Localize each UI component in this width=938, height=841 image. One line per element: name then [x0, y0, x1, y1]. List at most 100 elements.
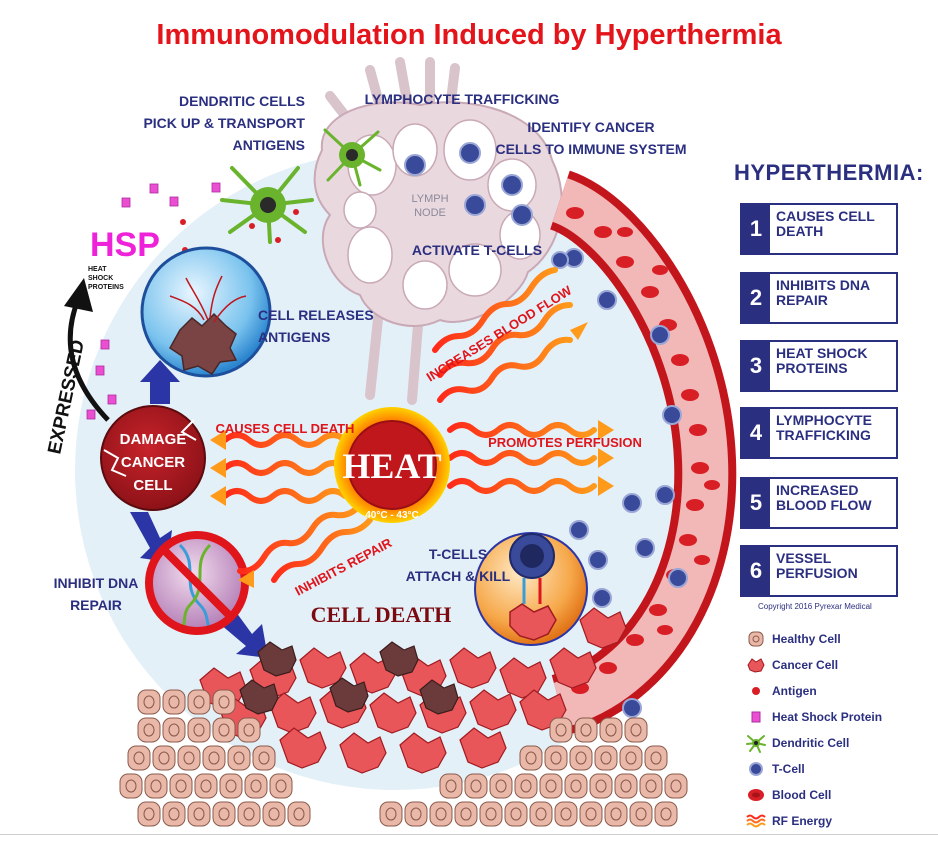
healthy-cell-nucleus — [575, 751, 587, 765]
inhibit-dna-label-2: REPAIR — [70, 597, 122, 613]
healthy-cell-nucleus — [183, 751, 195, 765]
healthy-cell — [119, 773, 143, 799]
healthy-cell-nucleus — [560, 807, 572, 821]
healthy-cell — [379, 801, 403, 827]
legend-label: Dendritic Cell — [772, 736, 850, 750]
identify-label-2: CELLS TO IMMUNE SYSTEM — [495, 141, 686, 157]
healthy-cell-nucleus — [550, 751, 562, 765]
item-label: HEAT SHOCK PROTEINS — [776, 345, 868, 376]
released-cancer-cell — [169, 312, 238, 375]
healthy-cell — [489, 773, 513, 799]
rf-arrowheads — [210, 322, 614, 588]
healthy-cell-nucleus — [150, 779, 162, 793]
healthy-cell — [539, 773, 563, 799]
t-cell-nucleus — [520, 544, 544, 568]
legend-item: RF Energy — [746, 808, 936, 834]
healthy-cell-nucleus — [570, 779, 582, 793]
healthy-cell-nucleus — [125, 779, 137, 793]
activate-t-cells-label: ACTIVATE T-CELLS — [412, 242, 542, 258]
healthy-cell-nucleus — [243, 807, 255, 821]
healthy-cell-nucleus — [545, 779, 557, 793]
healthy-cell-nucleus — [580, 723, 592, 737]
damage-label-3: CELL — [133, 477, 172, 494]
healthy-cell — [544, 745, 568, 771]
healthy-cell — [404, 801, 428, 827]
blood-vessel — [548, 170, 737, 735]
healthy-cell-nucleus — [143, 807, 155, 821]
healthy-cell-nucleus — [275, 779, 287, 793]
tcell-kill-bubble — [474, 532, 588, 646]
healthy-cell — [212, 689, 236, 715]
dendritic-label-1: DENDRITIC CELLS — [179, 93, 305, 109]
healthy-cell — [519, 745, 543, 771]
healthy-cell — [144, 773, 168, 799]
legend-label: Antigen — [772, 684, 817, 698]
releases-label-1: CELL RELEASES — [258, 307, 374, 323]
healthy-cell-nucleus — [555, 723, 567, 737]
dendritic-label-2: PICK UP & TRANSPORT — [143, 115, 305, 131]
blood-cell-icon — [746, 785, 766, 805]
releases-label-2: ANTIGENS — [258, 329, 330, 345]
legend-item: Heat Shock Protein — [746, 704, 936, 730]
healthy-cell — [152, 745, 176, 771]
healthy-cell-nucleus — [585, 807, 597, 821]
healthy-cell — [479, 801, 503, 827]
healthy-cell — [574, 717, 598, 743]
healthy-cell — [137, 689, 161, 715]
dendritic-cell — [220, 128, 382, 244]
healthy-cell-nucleus — [595, 779, 607, 793]
healthy-cell — [644, 745, 668, 771]
damage-cancer-cell — [100, 405, 206, 511]
cancer-cell-cluster — [199, 607, 627, 774]
item-number: 6 — [742, 547, 770, 595]
healthy-cell — [177, 745, 201, 771]
healthy-cell-nucleus — [168, 723, 180, 737]
healthy-cell — [219, 773, 243, 799]
bottom-divider — [0, 834, 938, 835]
healthy-cell — [287, 801, 311, 827]
lymph-node-label-2: NODE — [414, 207, 446, 219]
heat-label: HEAT — [342, 446, 441, 486]
cancer-cell-icon — [746, 655, 766, 675]
healthy-cell — [514, 773, 538, 799]
healthy-cell-nucleus — [470, 779, 482, 793]
heat-shock-protein-icon — [746, 707, 766, 727]
healthy-cell-icon — [746, 629, 766, 649]
dna-helix — [178, 543, 214, 634]
item-number: 2 — [742, 274, 770, 322]
healthy-cell-nucleus — [435, 807, 447, 821]
legend-item: Blood Cell — [746, 782, 936, 808]
healthy-cell — [187, 801, 211, 827]
legend-item: Antigen — [746, 678, 936, 704]
tcells-label-2: ATTACH & KILL — [406, 568, 511, 584]
healthy-cell — [227, 745, 251, 771]
damage-label-2: CANCER — [121, 454, 185, 471]
item-label: INHIBITS DNA REPAIR — [776, 277, 870, 308]
healthy-cell — [654, 801, 678, 827]
expressed-arrow — [67, 299, 110, 422]
healthy-cell-nucleus — [218, 723, 230, 737]
item-label: INCREASED BLOOD FLOW — [776, 482, 872, 513]
healthy-cell-nucleus — [193, 695, 205, 709]
legend-label: RF Energy — [772, 814, 833, 828]
healthy-cell-nucleus — [410, 807, 422, 821]
damage-crack — [103, 419, 197, 477]
promotes-perfusion-label: PROMOTES PERFUSION — [488, 435, 642, 450]
healthy-cell-nucleus — [168, 695, 180, 709]
healthy-cell — [244, 773, 268, 799]
healthy-cell — [237, 801, 261, 827]
legend-item: Cancer Cell — [746, 652, 936, 678]
healthy-cell — [162, 801, 186, 827]
item-number: 3 — [742, 342, 770, 390]
lymphocyte-trafficking-label: LYMPHOCYTE TRAFFICKING — [365, 91, 560, 107]
tcells-label-1: T-CELLS — [429, 546, 487, 562]
healthy-cell — [439, 773, 463, 799]
healthy-cell — [237, 717, 261, 743]
hyperthermia-item-2: 2 INHIBITS DNA REPAIR — [740, 272, 898, 324]
healthy-cell — [137, 717, 161, 743]
page-title: Immunomodulation Induced by Hyperthermia — [156, 19, 782, 51]
hyperthermia-panel-title: HYPERTHERMIA: — [734, 160, 924, 185]
healthy-cell-nucleus — [610, 807, 622, 821]
legend-label: Healthy Cell — [772, 632, 841, 646]
healthy-cell-nucleus — [258, 751, 270, 765]
